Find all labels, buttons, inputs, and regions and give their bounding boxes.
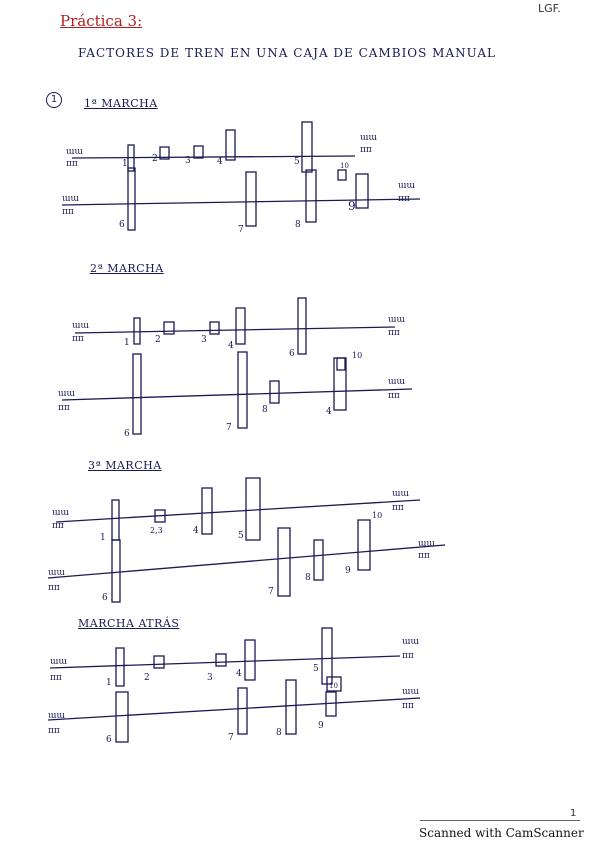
svg-text:9: 9	[348, 199, 356, 213]
svg-text:ɯɯ: ɯɯ	[388, 315, 406, 325]
section-label-1: 1ª MARCHA	[84, 97, 158, 110]
svg-text:10: 10	[352, 351, 362, 360]
diagram-third-gear: ɯɯ ᴨᴨ ɯɯ ᴨᴨ ɯɯ ᴨᴨ ɯɯ ᴨᴨ 1 2,3 4 5	[47, 477, 446, 603]
svg-text:ᴨᴨ: ᴨᴨ	[58, 403, 70, 413]
svg-text:ᴨᴨ: ᴨᴨ	[388, 391, 400, 401]
svg-text:2: 2	[144, 673, 150, 683]
svg-text:ᴨᴨ: ᴨᴨ	[48, 726, 60, 736]
page-number: 1	[570, 808, 577, 819]
svg-text:8: 8	[295, 220, 301, 230]
svg-text:4: 4	[228, 341, 234, 351]
svg-text:10: 10	[340, 162, 349, 170]
svg-text:1: 1	[106, 678, 112, 688]
svg-text:ᴨᴨ: ᴨᴨ	[66, 159, 78, 169]
svg-text:8: 8	[305, 573, 311, 583]
svg-text:4: 4	[217, 157, 223, 167]
svg-text:4: 4	[193, 526, 199, 536]
svg-text:ɯɯ: ɯɯ	[66, 147, 84, 157]
svg-text:6: 6	[119, 220, 125, 230]
svg-text:10: 10	[329, 682, 338, 690]
svg-text:ɯɯ: ɯɯ	[72, 321, 90, 331]
svg-text:ᴨᴨ: ᴨᴨ	[418, 551, 430, 561]
svg-text:ɯɯ: ɯɯ	[388, 377, 406, 387]
svg-text:5: 5	[238, 531, 244, 541]
svg-text:ɯɯ: ɯɯ	[392, 489, 410, 499]
diagram-reverse-gear: ɯɯ ᴨᴨ ɯɯ ᴨᴨ ɯɯ ᴨᴨ ɯɯ ᴨᴨ 1 2 3	[47, 627, 421, 745]
svg-text:6: 6	[102, 593, 108, 603]
svg-text:ɯɯ: ɯɯ	[360, 133, 378, 143]
svg-text:3: 3	[207, 673, 213, 683]
svg-text:ɯɯ: ɯɯ	[52, 508, 70, 518]
svg-text:6: 6	[289, 349, 295, 359]
svg-text:ᴨᴨ: ᴨᴨ	[388, 328, 400, 338]
svg-text:ɯɯ: ɯɯ	[418, 539, 436, 549]
svg-text:1: 1	[124, 338, 130, 348]
svg-text:ɯɯ: ɯɯ	[398, 181, 416, 191]
svg-text:ɯɯ: ɯɯ	[48, 711, 66, 721]
svg-text:7: 7	[226, 423, 232, 433]
svg-text:ᴨᴨ: ᴨᴨ	[72, 334, 84, 344]
svg-text:5: 5	[294, 157, 300, 167]
svg-text:ɯɯ: ɯɯ	[402, 687, 420, 697]
svg-text:ᴨᴨ: ᴨᴨ	[62, 207, 74, 217]
scanner-watermark: Scanned with CamScanner	[419, 826, 584, 840]
svg-text:1: 1	[100, 533, 106, 543]
svg-text:ᴨᴨ: ᴨᴨ	[50, 673, 62, 683]
section-label-2: 2ª MARCHA	[90, 262, 164, 275]
svg-text:ᴨᴨ: ᴨᴨ	[360, 145, 372, 155]
diagram-second-gear: ɯɯ ᴨᴨ ɯɯ ᴨᴨ ɯɯ ᴨᴨ ɯɯ ᴨᴨ 1 2 3	[58, 297, 413, 439]
svg-text:7: 7	[268, 587, 274, 597]
diagram-first-gear: ɯɯ ᴨᴨ ɯɯ ᴨᴨ ɯɯ ᴨᴨ ɯɯ ᴨᴨ 1	[61, 121, 421, 235]
svg-text:4: 4	[326, 407, 332, 417]
svg-text:ᴨᴨ: ᴨᴨ	[52, 521, 64, 531]
svg-text:4: 4	[236, 669, 242, 679]
svg-text:5: 5	[313, 664, 319, 674]
svg-text:ɯɯ: ɯɯ	[62, 194, 80, 204]
svg-text:ɯɯ: ɯɯ	[58, 389, 76, 399]
svg-text:1: 1	[122, 159, 128, 169]
svg-text:ᴨᴨ: ᴨᴨ	[48, 583, 60, 593]
svg-text:8: 8	[276, 728, 282, 738]
svg-text:ᴨᴨ: ᴨᴨ	[392, 503, 404, 513]
svg-text:6: 6	[106, 735, 112, 745]
author-initials: LGF.	[538, 2, 561, 15]
section-number-badge: 1	[46, 92, 62, 108]
svg-text:7: 7	[238, 225, 244, 235]
svg-text:ᴨᴨ: ᴨᴨ	[402, 701, 414, 711]
svg-text:2,3: 2,3	[150, 526, 163, 535]
svg-text:ɯɯ: ɯɯ	[50, 657, 68, 667]
svg-text:6: 6	[124, 429, 130, 439]
svg-text:7: 7	[228, 733, 234, 743]
page-title: Práctica 3:	[60, 12, 143, 30]
svg-text:ᴨᴨ: ᴨᴨ	[402, 651, 414, 661]
page-heading: FACTORES DE TREN EN UNA CAJA DE CAMBIOS …	[78, 46, 497, 60]
svg-text:9: 9	[318, 721, 324, 731]
svg-text:3: 3	[201, 335, 207, 345]
svg-text:9: 9	[345, 566, 351, 576]
svg-text:8: 8	[262, 405, 268, 415]
section-label-4: MARCHA ATRÁS	[78, 617, 180, 630]
svg-text:ᴨᴨ: ᴨᴨ	[398, 194, 410, 204]
svg-text:2: 2	[155, 335, 161, 345]
svg-text:ɯɯ: ɯɯ	[402, 637, 420, 647]
footer-divider	[420, 820, 580, 821]
svg-text:2: 2	[152, 154, 158, 164]
svg-text:ɯɯ: ɯɯ	[48, 568, 66, 578]
svg-text:10: 10	[372, 511, 382, 520]
svg-text:3: 3	[185, 156, 191, 166]
section-label-3: 3ª MARCHA	[88, 459, 162, 472]
